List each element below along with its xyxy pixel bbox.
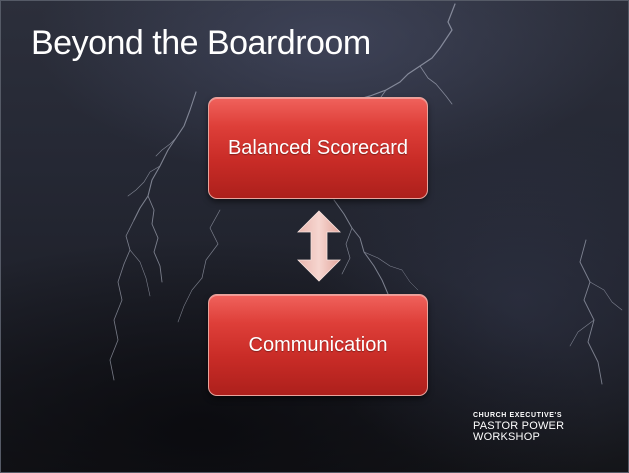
lightning-bolt (589, 281, 623, 311)
workshop-logo: CHURCH EXECUTIVE'S PASTOR POWER WORKSHOP (473, 412, 629, 443)
double-headed-arrow-icon (297, 210, 341, 282)
lightning-bolt (333, 199, 389, 295)
diagram-node-balanced-scorecard: Balanced Scorecard (208, 97, 428, 199)
lightning-bolt (155, 137, 177, 157)
connector-arrow-shape (297, 210, 341, 282)
lightning-bolt (363, 251, 403, 271)
lightning-bolt (569, 319, 595, 347)
lightning-bolt (129, 249, 151, 297)
lightning-bolt (123, 219, 135, 265)
lightning-bolt (579, 239, 603, 385)
lightning-bolt (127, 165, 161, 197)
lightning-bolt (147, 195, 163, 283)
logo-line-publisher: CHURCH EXECUTIVE'S (473, 412, 563, 419)
lightning-bolt (177, 277, 203, 323)
lightning-bolt (341, 227, 353, 275)
slide-title: Beyond the Boardroom (31, 24, 371, 62)
lightning-bolt (419, 65, 453, 105)
lightning-bolt (109, 263, 125, 381)
logo-line-workshop: PASTOR POWER WORKSHOP (473, 420, 565, 443)
lightning-bolt (401, 269, 419, 291)
lightning-bolt (133, 91, 197, 221)
diagram-node-communication: Communication (208, 294, 428, 396)
lightning-bolt (201, 209, 221, 279)
